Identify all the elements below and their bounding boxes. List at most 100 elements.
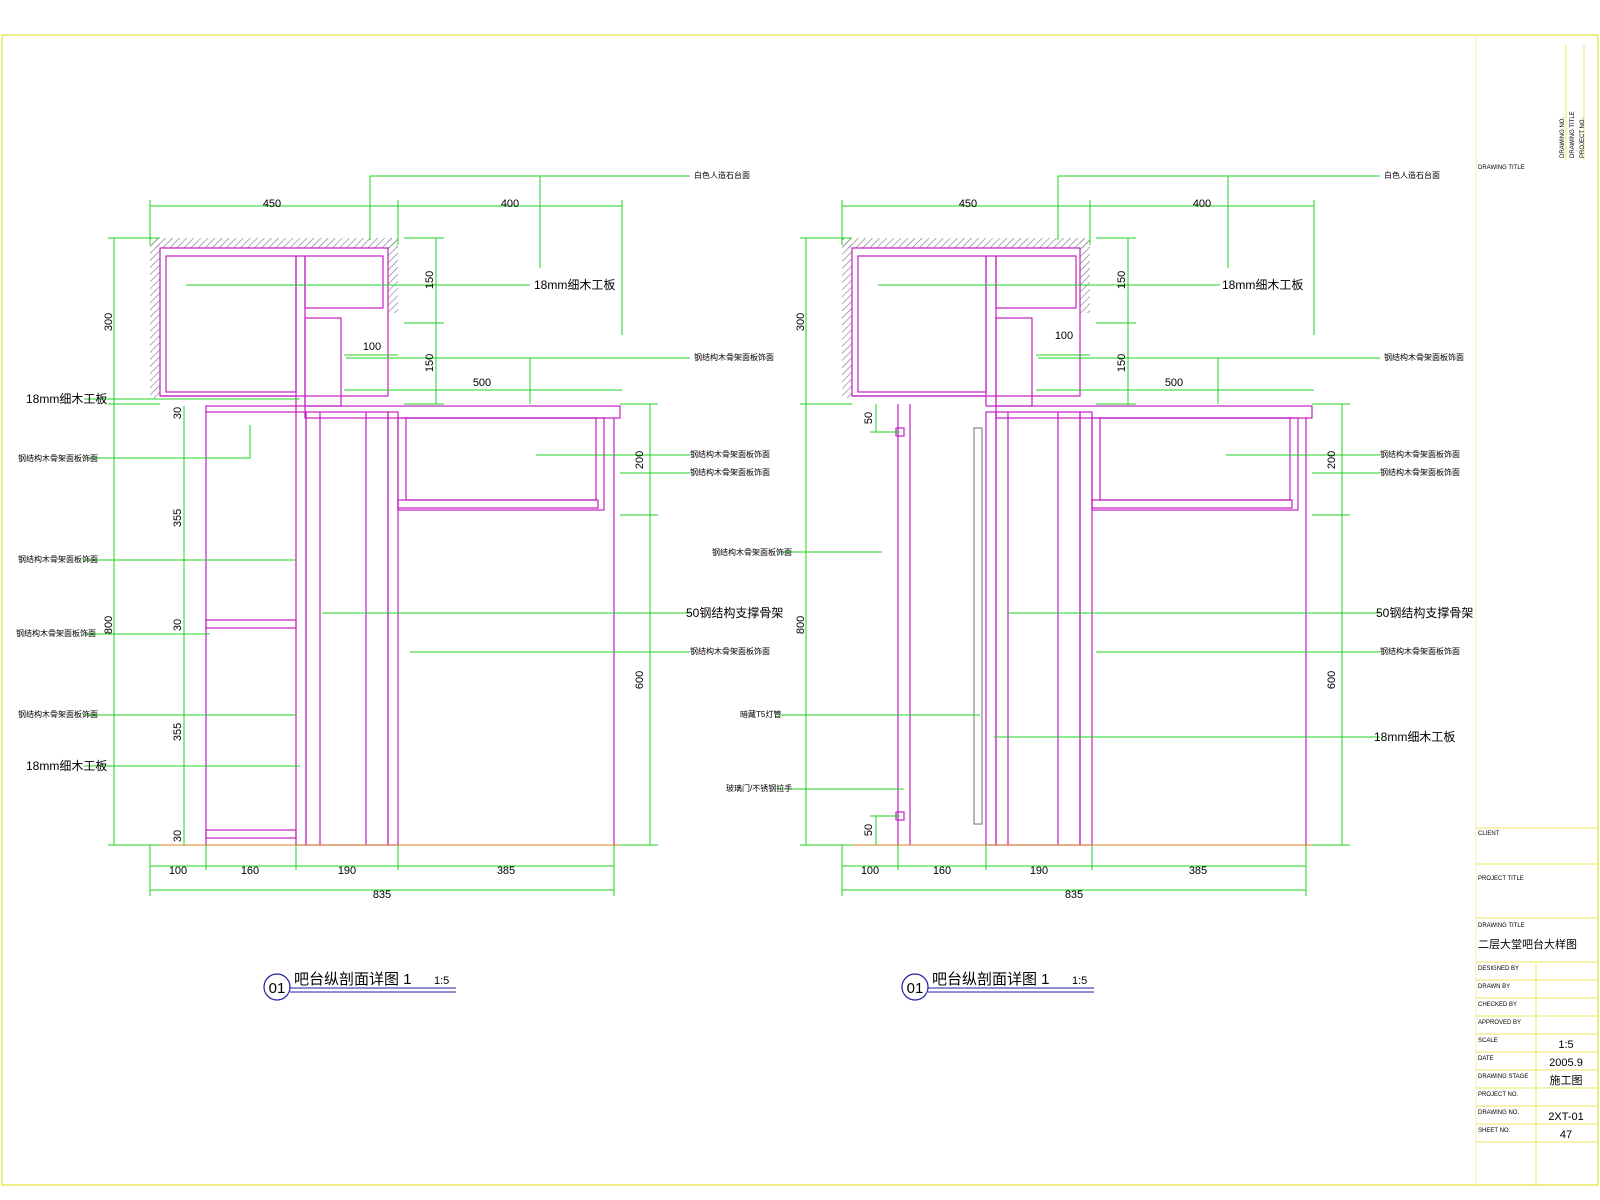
dimension-labels: 450 400 100 160 190 385 835 300 800 30 3… (103, 198, 646, 901)
cabinet-structure (851, 247, 1313, 846)
drawing-title-left: 01 吧台纵剖面详图 1 1:5 (263, 971, 456, 1001)
dim-top-1: 450 (263, 198, 281, 210)
drawing-title-right: 01 吧台纵剖面详图 1 1:5 (901, 971, 1094, 1001)
tb-client-label: CLIENT (1478, 831, 1500, 837)
drawing-scale: 1:5 (1072, 975, 1087, 987)
note-right-3: 钢结构木骨架面板饰面 (1384, 352, 1464, 362)
detail-marker (263, 973, 291, 1001)
tb-project-label: PROJECT TITLE (1478, 876, 1524, 882)
dim-inner-2: 355 (172, 509, 184, 527)
tb-rotated-1: DRAWING NO. (1560, 117, 1566, 158)
dim-bottom-2: 160 (933, 865, 951, 877)
dimension-lines (778, 175, 1380, 896)
note-right-4: 钢结构木骨架面板饰面 (690, 449, 770, 459)
dim-inner-5: 30 (172, 830, 184, 842)
detail-marker (901, 973, 929, 1001)
note-right-2: 18mm细木工板 (1222, 278, 1303, 292)
dim-bottom-3: 190 (338, 865, 356, 877)
tb-row-label: DATE (1478, 1056, 1494, 1062)
detail-number: 01 (269, 980, 286, 997)
note-right-6: 50钢结构支撑骨架 (1376, 605, 1473, 620)
note-right-8: 18mm细木工板 (1374, 730, 1455, 744)
wall-hatch-top (842, 238, 1090, 248)
dim-center-2: 150 (1116, 354, 1128, 372)
dim-center-2: 150 (424, 354, 436, 372)
dim-center-4: 500 (473, 377, 491, 389)
note-left-1: 钢结构木骨架面板饰面 (712, 547, 792, 557)
dim-inner-2: 50 (863, 824, 875, 836)
dimension-lines (84, 175, 690, 896)
tb-rotated-2: DRAWING TITLE (1570, 111, 1576, 158)
annotations: 白色人造石台面 18mm细木工板 钢结构木骨架面板饰面 钢结构木骨架面板饰面 钢… (712, 170, 1473, 793)
cabinet-structure (159, 247, 621, 846)
wall-hatch-right (1080, 238, 1090, 313)
note-left-2: 钢结构木骨架面板饰面 (18, 453, 98, 463)
drawing-title: 吧台纵剖面详图 1 (932, 971, 1050, 988)
dim-bottom-2: 160 (241, 865, 259, 877)
dim-center-1: 150 (424, 271, 436, 289)
dim-total: 835 (373, 889, 391, 901)
tb-row-label: DRAWN BY (1478, 984, 1510, 990)
tb-drawing-name-label: DRAWING TITLE (1478, 923, 1525, 929)
wall-hatch-left (150, 238, 160, 398)
note-right-7: 钢结构木骨架面板饰面 (690, 646, 770, 656)
dim-right-2: 600 (634, 671, 646, 689)
note-right-2: 18mm细木工板 (534, 278, 615, 292)
note-left-3: 玻璃门/不锈钢拉手 (726, 783, 792, 793)
tb-row-label: SCALE (1478, 1038, 1498, 1044)
tb-row-label: DRAWING NO. (1478, 1110, 1519, 1116)
dim-center-3: 100 (363, 341, 381, 353)
tb-drawing-name: 二层大堂吧台大样图 (1478, 937, 1577, 951)
dim-top-1: 450 (959, 198, 977, 210)
note-left-5: 钢结构木骨架面板饰面 (18, 709, 98, 719)
tb-row-label: APPROVED BY (1478, 1020, 1521, 1026)
note-left-3: 钢结构木骨架面板饰面 (18, 554, 98, 564)
section-drawing-right: 450 400 100 160 190 385 835 300 800 50 5… (712, 170, 1473, 1001)
note-right-5: 钢结构木骨架面板饰面 (1380, 467, 1460, 477)
wall-hatch-right (388, 238, 398, 313)
drawing-title: 吧台纵剖面详图 1 (294, 971, 412, 988)
note-right-1: 白色人造石台面 (694, 170, 750, 180)
dimension-labels: 450 400 100 160 190 385 835 300 800 50 5… (795, 198, 1338, 901)
detail-number: 01 (907, 980, 924, 997)
dim-right-2: 600 (1326, 671, 1338, 689)
dim-center-1: 150 (1116, 271, 1128, 289)
light-tube (973, 427, 983, 825)
note-right-1: 白色人造石台面 (1384, 170, 1440, 180)
dim-top-2: 400 (501, 198, 519, 210)
tb-row-label: CHECKED BY (1478, 1002, 1517, 1008)
dim-left-2: 800 (103, 616, 115, 634)
tb-date-value: 2005.9 (1549, 1057, 1583, 1069)
annotations: 白色人造石台面 18mm细木工板 钢结构木骨架面板饰面 钢结构木骨架面板饰面 钢… (16, 170, 783, 773)
dim-bottom-1: 100 (861, 865, 879, 877)
tb-row-label: SHEET NO. (1478, 1128, 1511, 1134)
dim-left-2: 800 (795, 616, 807, 634)
note-left-6: 18mm细木工板 (26, 759, 107, 773)
dim-inner-3: 30 (172, 619, 184, 631)
dim-right-1: 200 (1326, 451, 1338, 469)
dim-center-4: 500 (1165, 377, 1183, 389)
tb-rotated-3: PROJECT NO. (1580, 117, 1586, 158)
tb-drawing-no-value: 2XT-01 (1548, 1111, 1583, 1123)
wall-hatch-left (842, 238, 852, 398)
note-right-3: 钢结构木骨架面板饰面 (694, 352, 774, 362)
dim-inner-4: 355 (172, 723, 184, 741)
section-drawing-left: 450 400 100 160 190 385 835 300 800 30 3… (16, 170, 783, 1001)
wall-hatch-top (150, 238, 398, 248)
dim-bottom-3: 190 (1030, 865, 1048, 877)
dim-bottom-1: 100 (169, 865, 187, 877)
tb-drawing-title-label: DRAWING TITLE (1478, 165, 1525, 171)
note-right-7: 钢结构木骨架面板饰面 (1380, 646, 1460, 656)
dim-top-2: 400 (1193, 198, 1211, 210)
tb-scale-value: 1:5 (1558, 1039, 1573, 1051)
note-left-1: 18mm细木工板 (26, 392, 107, 406)
note-right-5: 钢结构木骨架面板饰面 (690, 467, 770, 477)
tb-row-label: DESIGNED BY (1478, 966, 1519, 972)
tb-sheet-no-value: 47 (1560, 1129, 1572, 1141)
tb-stage-value: 施工图 (1550, 1074, 1583, 1087)
sheet-border (1, 34, 1599, 1186)
dim-right-1: 200 (634, 451, 646, 469)
dim-left-1: 300 (795, 313, 807, 331)
note-right-4: 钢结构木骨架面板饰面 (1380, 449, 1460, 459)
